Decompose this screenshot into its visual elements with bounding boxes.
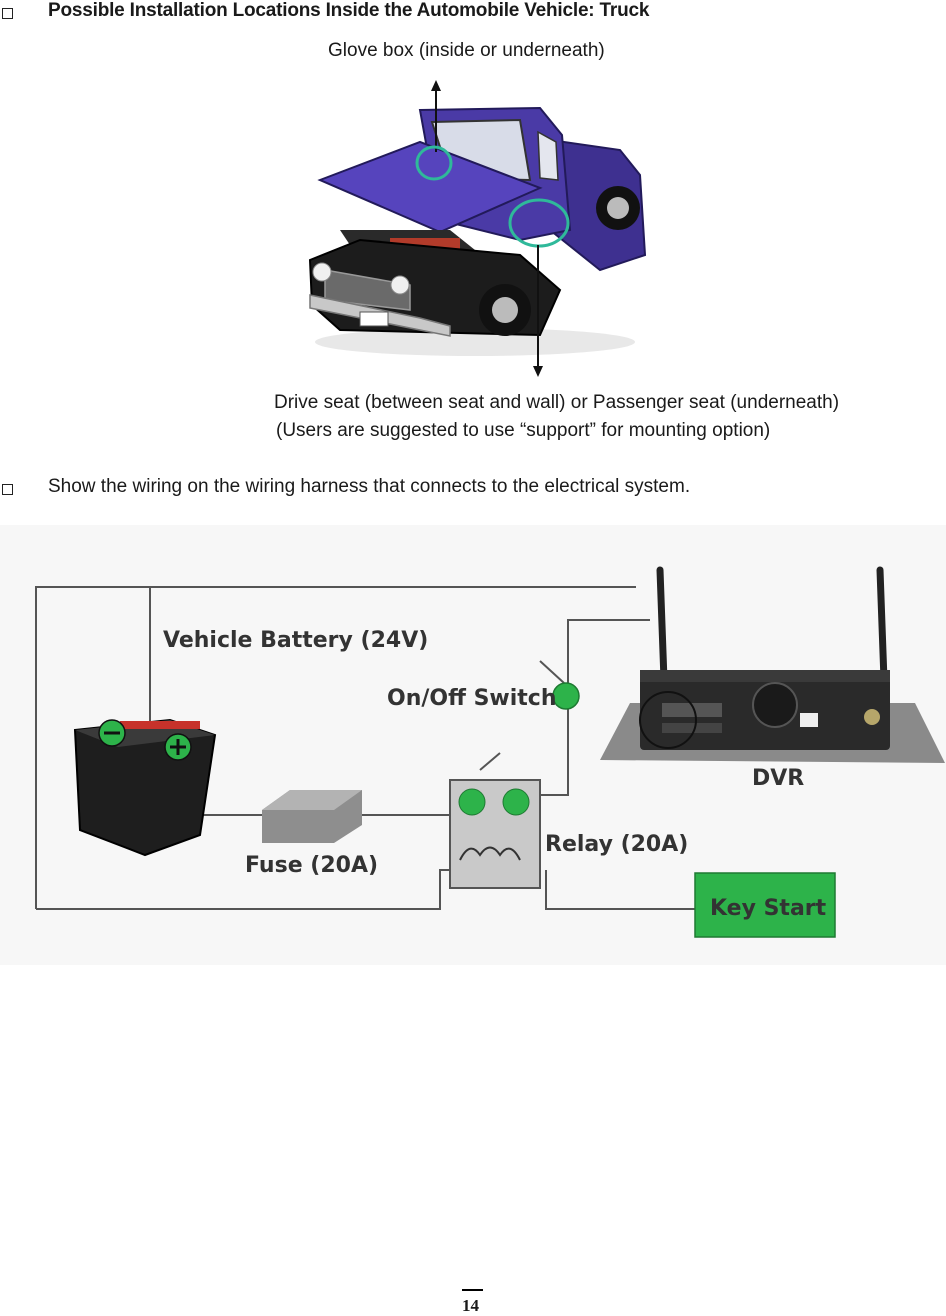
page-number-rule <box>462 1289 483 1291</box>
section-heading: Possible Installation Locations Inside t… <box>48 0 650 21</box>
switch-label: On/Off Switch <box>387 686 557 711</box>
dvr-icon <box>600 566 945 763</box>
bullet-checkbox-2 <box>2 484 13 495</box>
bullet-checkbox-1 <box>2 8 13 19</box>
support-note: (Users are suggested to use “support” fo… <box>276 420 771 441</box>
fuse-label: Fuse (20A) <box>245 853 378 878</box>
drive-seat-indicator <box>508 198 570 377</box>
wires <box>35 586 695 910</box>
relay-label: Relay (20A) <box>545 832 688 857</box>
on-off-switch-icon <box>552 682 580 710</box>
key-start-box <box>694 872 836 938</box>
page-number: 14 <box>462 1296 479 1315</box>
fuse-icon <box>262 790 362 843</box>
glove-box-indicator <box>415 80 453 181</box>
wiring-diagram: Vehicle Battery (24V) Fuse (20A) On/Off … <box>0 525 946 965</box>
battery-icon <box>73 718 217 857</box>
key-start-label: Key Start <box>710 896 827 921</box>
battery-label: Vehicle Battery (24V) <box>163 628 428 653</box>
glove-box-label: Glove box (inside or underneath) <box>328 40 605 61</box>
wiring-instruction: Show the wiring on the wiring harness th… <box>48 476 691 497</box>
truck-illustration <box>308 106 647 356</box>
relay-icon <box>449 752 541 889</box>
dvr-label: DVR <box>752 766 804 791</box>
drive-seat-label: Drive seat (between seat and wall) or Pa… <box>274 392 840 413</box>
